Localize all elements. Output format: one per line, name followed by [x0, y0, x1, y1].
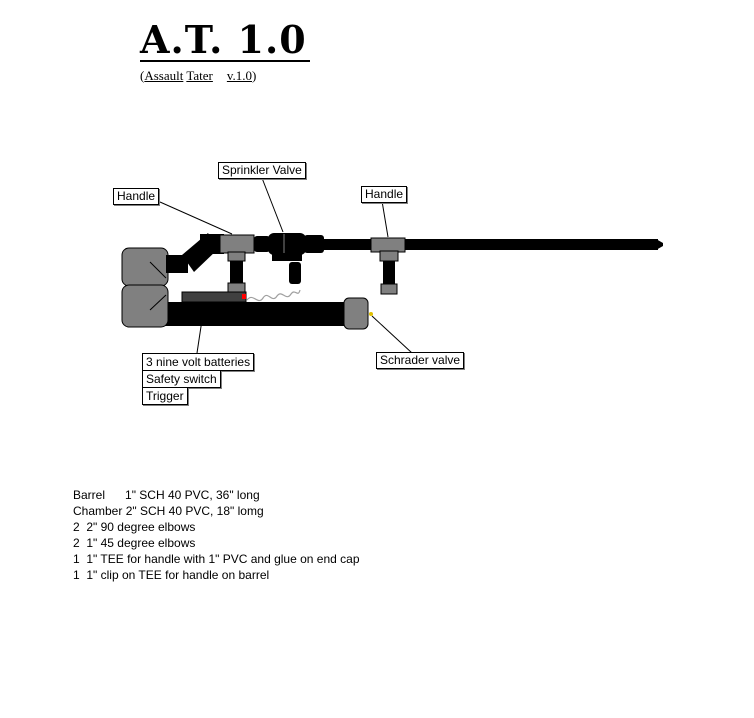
parts-row-45-elbows: 2 1" 45 degree elbows [73, 535, 360, 551]
leader-schrader-valve [371, 315, 413, 354]
front-handle-end-cap [380, 283, 398, 295]
reducer-pipe [166, 255, 188, 273]
lower-90-elbow [121, 284, 169, 328]
valve-solenoid [289, 262, 301, 284]
part-spec: 1" SCH 40 PVC, 36" long [125, 488, 260, 502]
barrel-muzzle [656, 239, 663, 250]
parts-row-barrel: Barrel 1" SCH 40 PVC, 36" long [73, 487, 360, 503]
part-spec: 1" 45 degree elbows [86, 536, 196, 550]
upper-45-elbow [200, 234, 224, 254]
battery-pack [181, 291, 247, 303]
part-qty: 2 [73, 520, 80, 534]
valve-inlet-coupling [254, 236, 270, 252]
part-spec: 1" TEE for handle with 1" PVC and glue o… [86, 552, 360, 566]
upper-90-elbow [121, 247, 169, 287]
subtitle-paren-open: ( [140, 68, 145, 83]
label-safety-switch: Safety switch [142, 370, 221, 388]
label-handle-front: Handle [361, 186, 408, 203]
rear-handle-tee-stub [227, 251, 246, 262]
sprinkler-valve-body [268, 233, 306, 255]
part-name: Barrel [73, 488, 106, 502]
subtitle-paren-close: ) [252, 68, 257, 83]
part-spec: 2" SCH 40 PVC, 18" lomg [125, 504, 264, 518]
upper-elbow-seam [149, 261, 167, 279]
diagram-title: A.T. 1.0 [140, 17, 307, 62]
part-name: Chamber [73, 504, 123, 518]
front-handle-tee [370, 237, 406, 253]
part-spec: 2" 90 degree elbows [86, 520, 196, 534]
chamber-pipe [158, 302, 350, 326]
label-handle-rear: Handle [113, 188, 160, 205]
label-sprinkler-valve: Sprinkler Valve [218, 162, 306, 179]
valve-bonnet [272, 253, 302, 261]
rear-handle-tee [219, 234, 255, 254]
chamber-end-cap [343, 297, 369, 330]
title-underline [140, 60, 310, 62]
valve-outlet-coupling [304, 235, 324, 253]
label-electronics: 3 nine volt batteries Safety switch Trig… [142, 353, 255, 405]
parts-list: Barrel 1" SCH 40 PVC, 36" long Chamber 2… [73, 487, 360, 583]
barrel-pipe [322, 239, 658, 250]
parts-row-clip-tee: 1 1" clip on TEE for handle on barrel [73, 567, 360, 583]
part-qty: 1 [73, 552, 80, 566]
part-qty: 1 [73, 568, 80, 582]
subtitle-version: v.1.0 [226, 68, 253, 83]
parts-row-tee-handle: 1 1" TEE for handle with 1" PVC and glue… [73, 551, 360, 567]
rear-handle-end-cap [227, 282, 246, 293]
leader-handle-left [159, 201, 233, 235]
lower-elbow-seam [149, 294, 167, 311]
diagram-subtitle: (Assault Tater v.1.0) [140, 68, 256, 84]
leader-sprinkler-valve [261, 177, 284, 233]
rear-handle-pipe [230, 261, 243, 285]
subtitle-word-tater: Tater [186, 68, 213, 83]
schrader-valve-stem [369, 312, 373, 316]
label-batteries: 3 nine volt batteries [142, 353, 255, 371]
part-spec: 1" clip on TEE for handle on barrel [86, 568, 270, 582]
part-qty: 2 [73, 536, 80, 550]
front-handle-tee-stub [379, 250, 399, 262]
igniter-wire-coil [246, 289, 301, 302]
parts-row-90-elbows: 2 2" 90 degree elbows [73, 519, 360, 535]
trigger-contact [242, 294, 246, 299]
label-schrader-valve: Schrader valve [376, 352, 465, 369]
parts-row-chamber: Chamber 2" SCH 40 PVC, 18" lomg [73, 503, 360, 519]
subtitle-word-assault: Assault [144, 68, 184, 83]
label-trigger: Trigger [142, 387, 188, 405]
front-handle-pipe [383, 261, 395, 285]
leader-handle-right [381, 200, 389, 238]
